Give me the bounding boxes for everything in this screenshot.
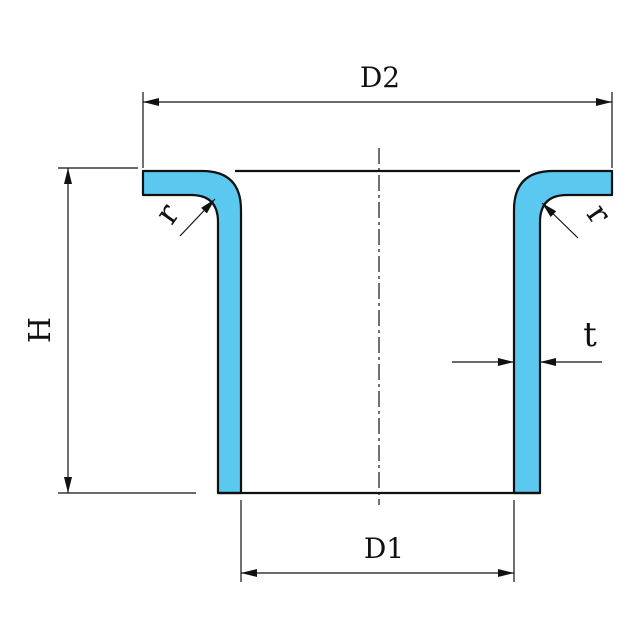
r-left-callout: r [147,196,216,237]
r-right-label: r [579,197,619,232]
r-left-leader [179,198,216,237]
r-left-label: r [147,196,187,231]
t-label: t [583,315,597,355]
d1-dimension: D1 [240,500,515,582]
d1-label: D1 [364,532,404,565]
d2-label: D2 [360,61,400,94]
r-right-callout: r [541,197,619,239]
d2-dimension: D2 [142,61,613,168]
t-dimension: t [452,315,602,366]
h-dimension: H [23,167,196,494]
h-label: H [23,317,58,343]
r-right-leader [541,202,579,239]
left-wall-section [141,169,243,495]
